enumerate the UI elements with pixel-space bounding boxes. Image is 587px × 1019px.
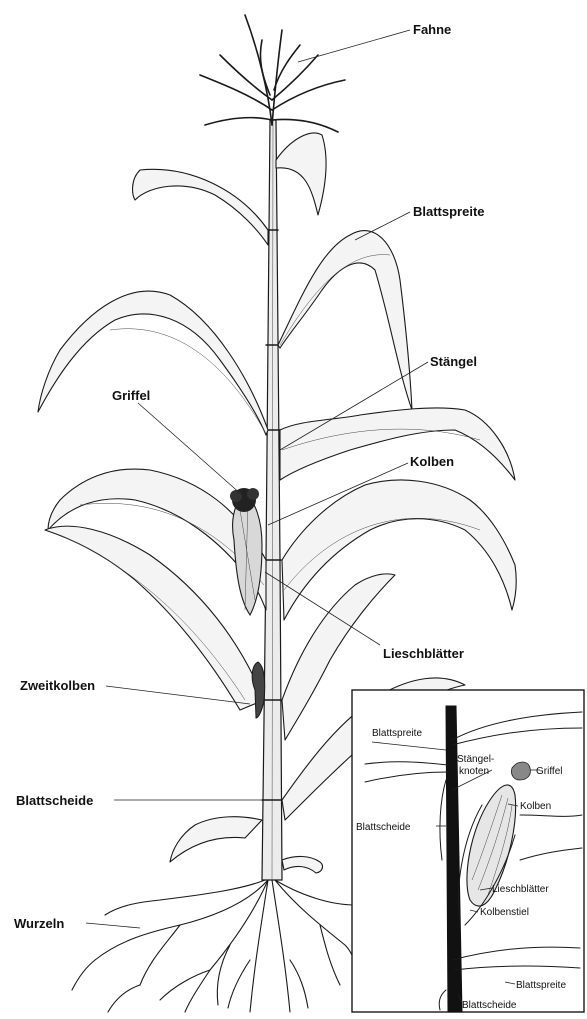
inset-detail: Blattspreite Stängel- knoten Griffel Kol… bbox=[352, 690, 584, 1012]
inset-label-blattscheide-mid: Blattscheide bbox=[356, 822, 411, 833]
label-staengel: Stängel bbox=[430, 354, 477, 369]
tassel-illustration bbox=[200, 15, 345, 132]
label-blattspreite: Blattspreite bbox=[413, 204, 485, 219]
label-fahne: Fahne bbox=[413, 22, 451, 37]
inset-label-kolben: Kolben bbox=[520, 801, 551, 812]
inset-label-blattspreite-top: Blattspreite bbox=[372, 728, 422, 739]
inset-label-blattspreite-bottom: Blattspreite bbox=[516, 980, 566, 991]
label-griffel: Griffel bbox=[112, 388, 150, 403]
inset-label-blattscheide-bottom: Blattscheide bbox=[462, 1000, 517, 1011]
label-zweitkolben: Zweitkolben bbox=[20, 678, 95, 693]
ear-illustration bbox=[230, 488, 262, 615]
label-wurzeln: Wurzeln bbox=[14, 916, 64, 931]
label-lieschblaetter: Lieschblätter bbox=[383, 646, 464, 661]
inset-label-kolbenstiel: Kolbenstiel bbox=[480, 907, 529, 918]
inset-label-griffel: Griffel bbox=[536, 766, 563, 777]
inset-label-lieschblaetter: Lieschblätter bbox=[492, 884, 549, 895]
roots-illustration bbox=[72, 880, 362, 1012]
label-blattscheide: Blattscheide bbox=[16, 793, 93, 808]
inset-label-staengelknoten-1: Stängel- bbox=[457, 754, 494, 765]
inset-label-staengelknoten-2: knoten bbox=[459, 766, 489, 777]
label-kolben: Kolben bbox=[410, 454, 454, 469]
